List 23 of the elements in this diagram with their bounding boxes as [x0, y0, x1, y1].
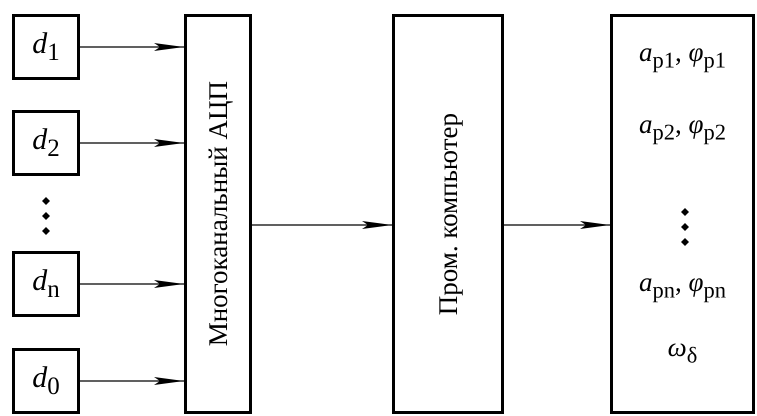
arrow: [80, 280, 184, 288]
sensor-label: d$_{2}$: [32, 123, 60, 163]
process-box: [184, 14, 252, 414]
sensor-label: d$_{1}$: [32, 27, 60, 67]
arrow: [80, 377, 184, 385]
process-box: [392, 14, 504, 414]
sensor-box: [12, 251, 80, 317]
arrow: [80, 43, 184, 51]
sensor-box: [12, 110, 80, 176]
sensor-label: d$_{0}$: [32, 361, 60, 401]
block-label: Многоканальный АЦП: [202, 81, 234, 347]
arrow: [80, 139, 184, 147]
sensor-label: d$_{n}$: [32, 264, 60, 304]
parameter-label: ω$_{δ}$: [666, 332, 698, 368]
parameter-label: a$_{р1}$, φ$_{р1}$: [638, 37, 727, 74]
arrow: [504, 221, 610, 229]
parameter-label: a$_{р2}$, φ$_{р2}$: [638, 109, 727, 146]
sensor-box: [12, 348, 80, 414]
process-box: [610, 14, 755, 414]
block-label: Пром. компьютер: [432, 112, 464, 316]
sensor-box: [12, 14, 80, 80]
arrow: [252, 221, 392, 229]
parameter-label: a$_{рn}$, φ$_{рn}$: [638, 267, 727, 304]
